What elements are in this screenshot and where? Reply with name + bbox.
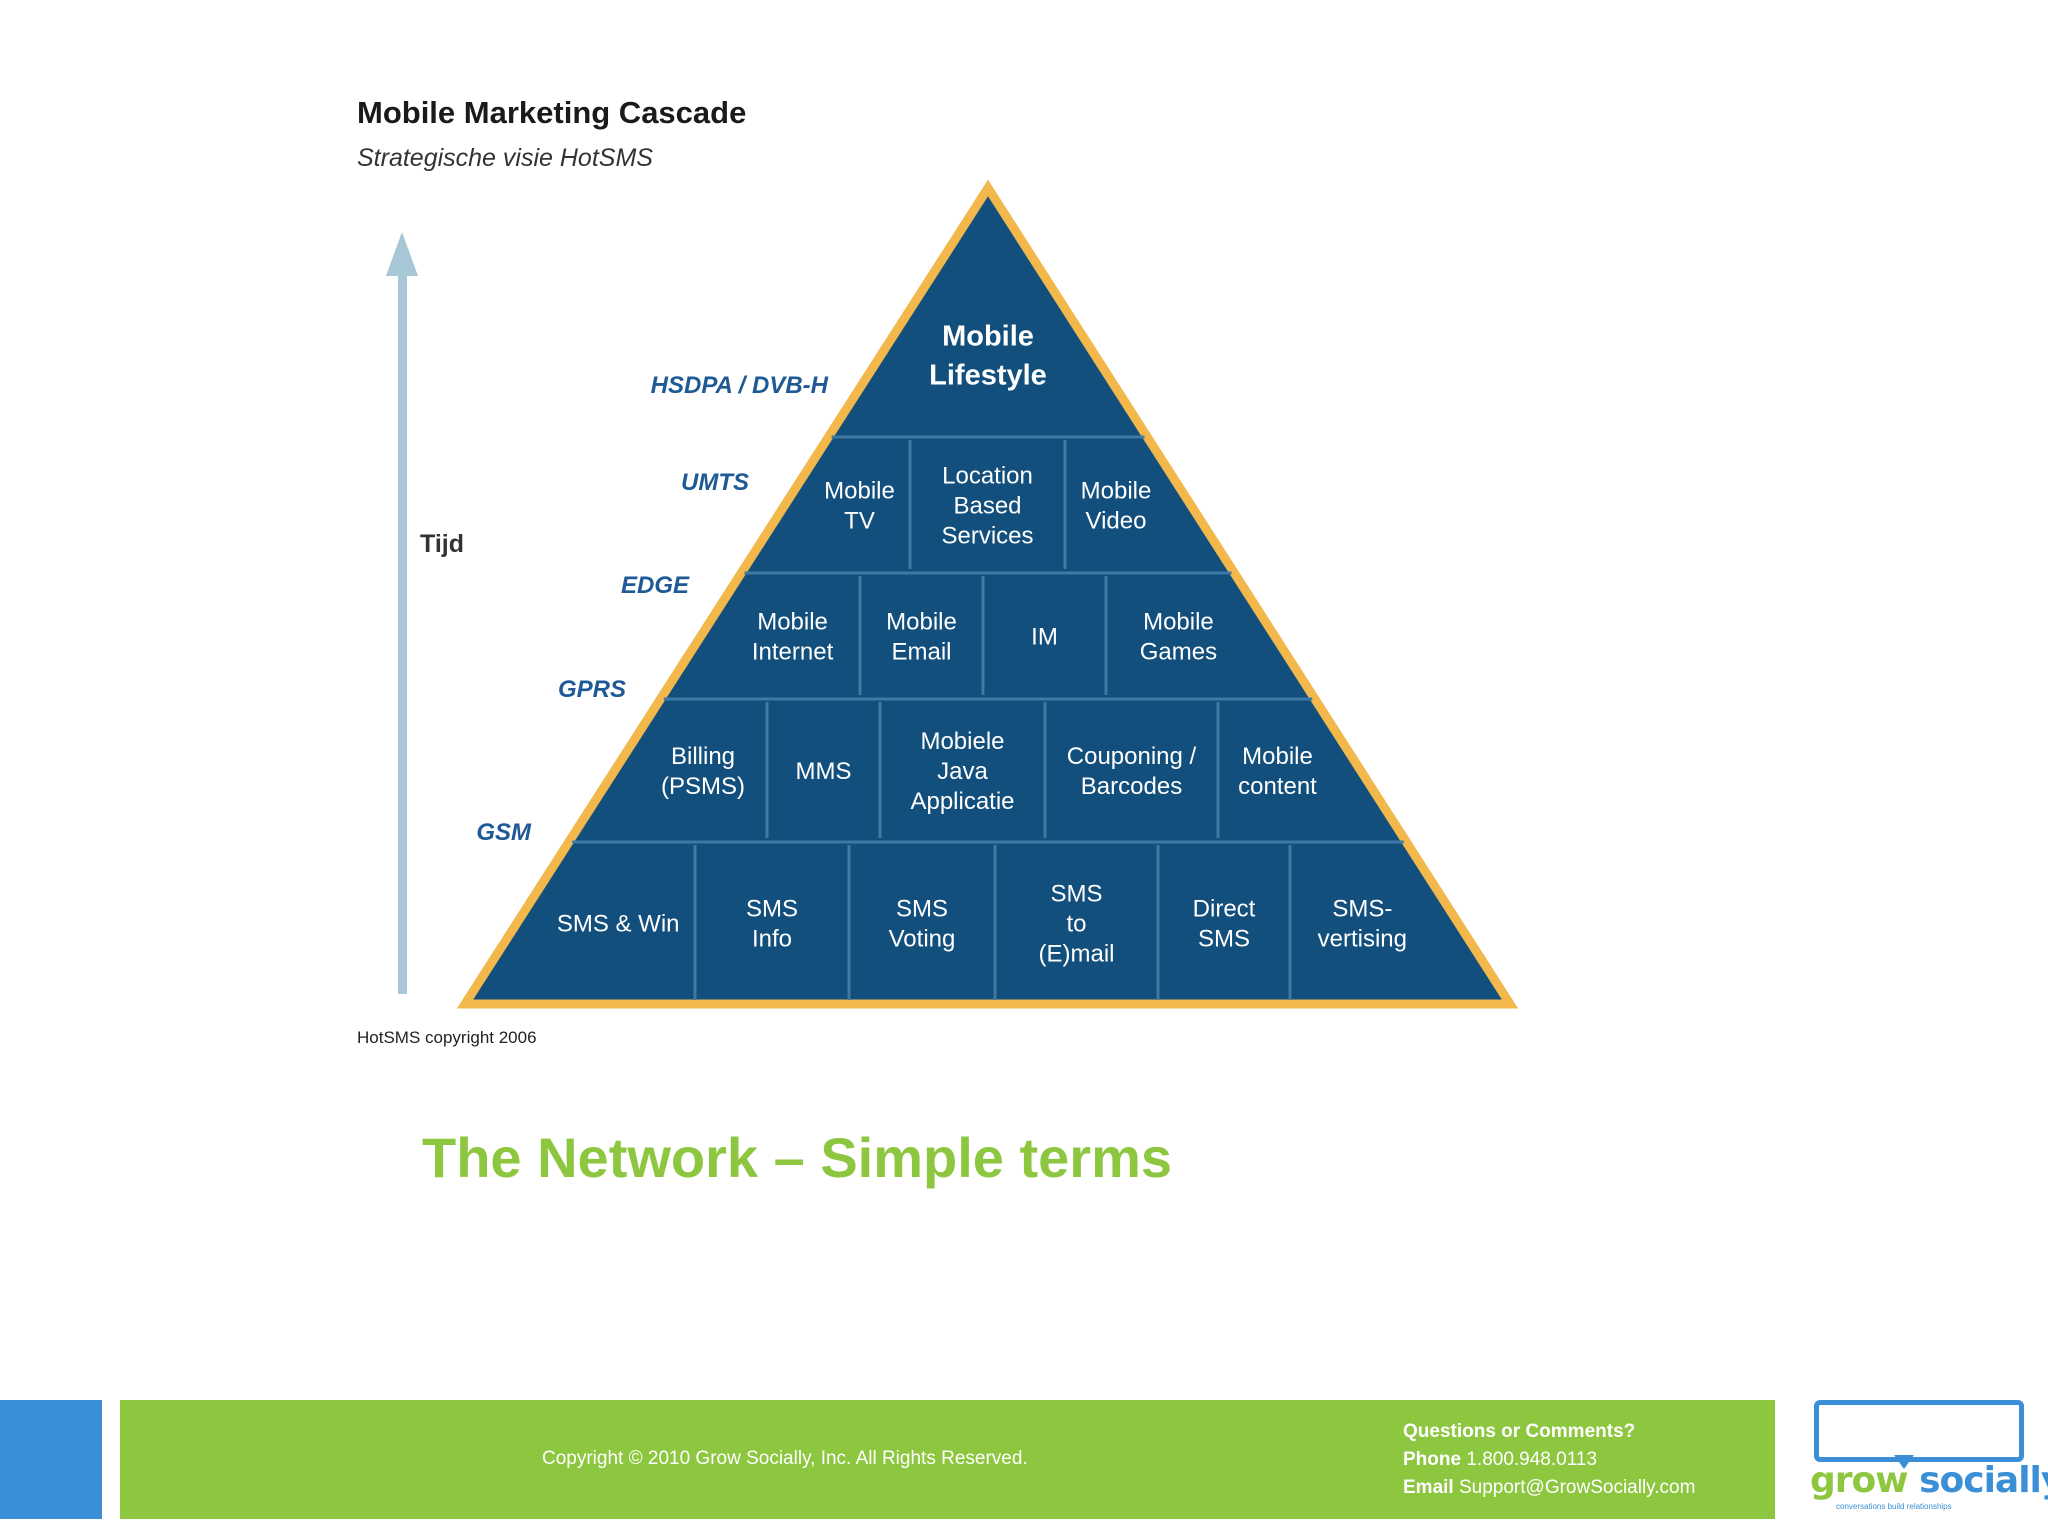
figure-subtitle: Strategische visie HotSMS xyxy=(357,144,653,172)
logo-tagline: conversations build relationships xyxy=(1836,1502,1952,1511)
figure-title: Mobile Marketing Cascade xyxy=(357,95,747,130)
footer-copyright: Copyright © 2010 Grow Socially, Inc. All… xyxy=(542,1448,1028,1469)
network-label: HSDPA / DVB-H xyxy=(651,372,829,399)
contact-phone: Phone 1.800.948.0113 xyxy=(1403,1449,1598,1470)
figure-copyright: HotSMS copyright 2006 xyxy=(357,1028,537,1047)
grow-socially-logo: grow socially conversations build relati… xyxy=(1808,1398,2048,1516)
speech-bubble-icon xyxy=(1814,1400,2024,1462)
network-label: GPRS xyxy=(558,676,626,703)
pyramid-cell-label: IM xyxy=(1031,623,1058,650)
footer-contact: Questions or Comments? Phone 1.800.948.0… xyxy=(1403,1418,1695,1502)
network-label: EDGE xyxy=(621,572,690,599)
time-axis-label: Tijd xyxy=(420,530,464,558)
slide-title: The Network – Simple terms xyxy=(422,1126,1173,1189)
pyramid-cell-label: Couponing /Barcodes xyxy=(1067,743,1197,800)
footer-blue-block xyxy=(0,1400,102,1519)
speech-bubble-tail-icon xyxy=(1894,1455,1914,1469)
contact-heading: Questions or Comments? xyxy=(1403,1421,1636,1442)
contact-email[interactable]: Email Support@GrowSocially.com xyxy=(1403,1477,1696,1498)
network-label: GSM xyxy=(476,819,532,846)
footer-bar xyxy=(120,1400,1775,1519)
pyramid-cell-label: Billing(PSMS) xyxy=(661,743,745,800)
pyramid-cell-label: SMS & Win xyxy=(557,910,680,937)
pyramid-cell-label: MMS xyxy=(796,758,852,785)
time-axis-arrow-shaft xyxy=(398,268,407,994)
network-label: UMTS xyxy=(681,469,749,496)
logo-wordmark: grow socially xyxy=(1810,1460,2048,1501)
pyramid-cell-label: SMS-vertising xyxy=(1318,895,1407,952)
pyramid-body xyxy=(456,179,1519,1009)
time-axis-arrowhead-icon xyxy=(386,232,418,276)
